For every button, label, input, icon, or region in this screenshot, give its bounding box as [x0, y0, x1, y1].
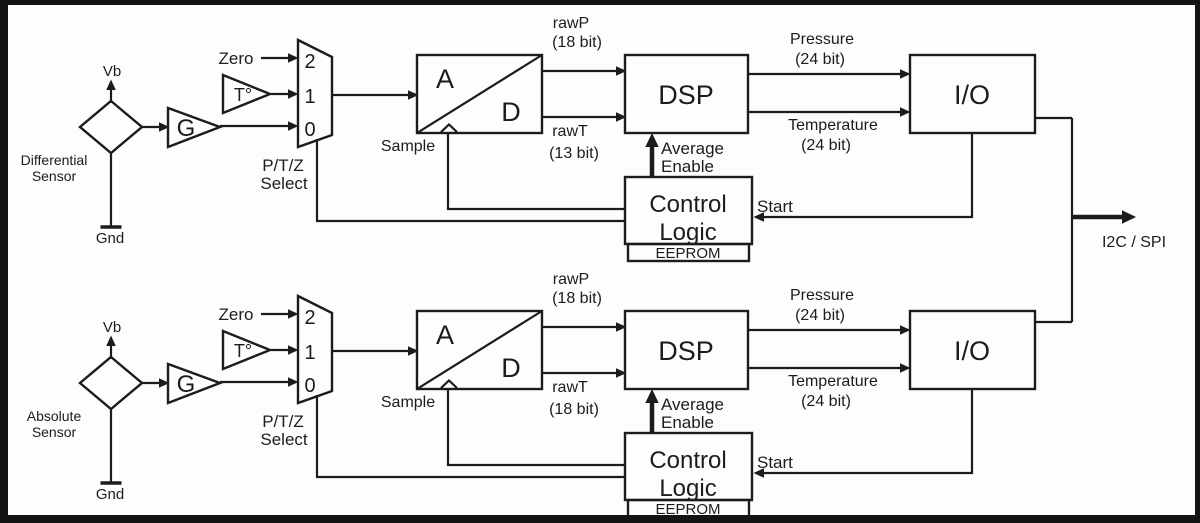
enable-label: Enable	[661, 157, 714, 176]
rawt-bits-label: (18 bit)	[549, 401, 599, 418]
wire-control-to-mux-select	[315, 139, 625, 223]
rawt-bits-label: (13 bit)	[549, 145, 599, 162]
vb-label: Vb	[103, 319, 121, 336]
gain-amp-symbol	[166, 362, 224, 405]
sensor-name-line1: Absolute	[27, 408, 82, 424]
mux-input-1: 1	[304, 86, 315, 108]
adc-diagonal	[416, 54, 543, 134]
wire-start	[753, 389, 974, 478]
temperature-label: Temperature	[788, 117, 878, 134]
mux-input-1: 1	[304, 342, 315, 364]
zero-label: Zero	[219, 305, 254, 324]
differential-sensor-channel: Vb Differential Sensor Gnd G Zero T° 2 1…	[21, 15, 1037, 263]
gnd-label: Gnd	[96, 486, 124, 503]
temperature-bits-label: (24 bit)	[801, 137, 851, 154]
mux-input-2: 2	[304, 51, 315, 73]
start-label: Start	[757, 197, 793, 216]
mux-symbol	[296, 38, 334, 149]
control-logic-label-line1: Control	[649, 191, 726, 218]
average-label: Average	[661, 139, 724, 158]
temp-ref-label: T°	[234, 341, 252, 361]
wire-control-to-sample	[446, 134, 625, 211]
pressure-label: Pressure	[790, 31, 854, 48]
i2c-spi-label: I2C / SPI	[1102, 234, 1166, 251]
dsp-label: DSP	[658, 80, 714, 110]
clock-caret-icon	[440, 122, 458, 133]
dsp-label: DSP	[658, 336, 714, 366]
rawt-label: rawT	[552, 379, 588, 396]
eeprom-label: EEPROM	[655, 501, 720, 518]
mux-select-label-line1: P/T/Z	[262, 156, 304, 175]
output-bus: I2C / SPI	[1035, 116, 1166, 324]
gain-amp-symbol	[166, 106, 224, 149]
wire-control-to-sample	[446, 390, 625, 467]
rawp-bits-label: (18 bit)	[552, 34, 602, 51]
eeprom-label: EEPROM	[655, 245, 720, 262]
wire-start	[753, 133, 974, 222]
mux-select-label-line2: Select	[260, 430, 308, 449]
rawp-bits-label: (18 bit)	[552, 290, 602, 307]
clock-caret-icon	[440, 378, 458, 389]
frame-left	[0, 0, 8, 523]
rawp-label: rawP	[553, 15, 589, 32]
adc-d-label: D	[501, 353, 521, 383]
sample-label: Sample	[381, 394, 435, 411]
frame-top	[0, 0, 1200, 5]
vb-label: Vb	[103, 63, 121, 80]
sensor-name-line2: Sensor	[32, 424, 77, 440]
dsp-block	[623, 309, 750, 391]
adc-a-label: A	[436, 64, 454, 94]
pressure-bits-label: (24 bit)	[795, 51, 845, 68]
mux-symbol	[296, 294, 334, 405]
adc-d-label: D	[501, 97, 521, 127]
average-label: Average	[661, 395, 724, 414]
gain-label: G	[177, 115, 196, 142]
gain-label: G	[177, 371, 196, 398]
rawp-label: rawP	[553, 271, 589, 288]
absolute-sensor-channel: Vb Absolute Sensor Gnd G Zero T° 2 1 0 P…	[27, 271, 1037, 519]
io-label: I/O	[954, 80, 990, 110]
temp-ref-label: T°	[234, 85, 252, 105]
temperature-bits-label: (24 bit)	[801, 393, 851, 410]
eeprom-block	[626, 242, 751, 263]
frame-right	[1195, 0, 1200, 523]
control-logic-label-line2: Logic	[659, 475, 716, 502]
adc-a-label: A	[436, 320, 454, 350]
dsp-block	[623, 53, 750, 135]
frame-bottom	[0, 515, 1200, 523]
adc-block	[415, 53, 544, 135]
pressure-bits-label: (24 bit)	[795, 307, 845, 324]
sensor-name-line2: Sensor	[32, 168, 77, 184]
temperature-label: Temperature	[788, 373, 878, 390]
io-label: I/O	[954, 336, 990, 366]
mux-input-0: 0	[304, 119, 315, 141]
mux-input-0: 0	[304, 375, 315, 397]
sample-label: Sample	[381, 138, 435, 155]
temp-ref-symbol	[221, 329, 274, 371]
enable-label: Enable	[661, 413, 714, 432]
sensor-name-line1: Differential	[21, 152, 88, 168]
start-label: Start	[757, 453, 793, 472]
mux-input-2: 2	[304, 307, 315, 329]
control-logic-label-line2: Logic	[659, 219, 716, 246]
adc-diagonal	[416, 310, 543, 390]
mux-select-label-line2: Select	[260, 174, 308, 193]
adc-block	[415, 309, 544, 391]
pressure-label: Pressure	[790, 287, 854, 304]
zero-label: Zero	[219, 49, 254, 68]
temp-ref-symbol	[221, 73, 274, 115]
rawt-label: rawT	[552, 123, 588, 140]
gnd-label: Gnd	[96, 230, 124, 247]
mux-select-label-line1: P/T/Z	[262, 412, 304, 431]
control-logic-label-line1: Control	[649, 447, 726, 474]
wire-control-to-mux-select	[315, 395, 625, 479]
